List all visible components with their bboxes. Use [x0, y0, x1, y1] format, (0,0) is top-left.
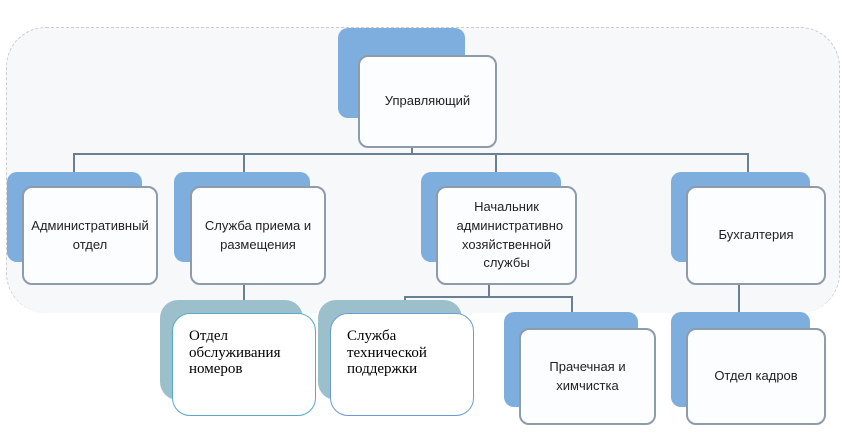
connector [747, 153, 749, 173]
node-tech-support: Служба технической поддержки [330, 313, 474, 416]
node-label: Служба технической поддержки [347, 328, 427, 377]
node-hr: Отдел кадров [686, 328, 826, 425]
connector [73, 153, 749, 155]
connector [73, 153, 75, 173]
node-label: Отдел кадров [714, 368, 798, 384]
node-laundry: Прачечная и химчистка [519, 328, 656, 425]
connector [488, 285, 490, 297]
node-accounting: Бухгалтерия [686, 186, 826, 285]
node-label: Прачечная и химчистка [549, 358, 626, 393]
connector [243, 153, 245, 173]
node-label: Управляющий [384, 93, 471, 109]
node-label: Бухгалтерия [718, 227, 794, 243]
node-ahs-head: Начальник административно хозяйственной … [436, 186, 577, 285]
connector [243, 285, 245, 313]
node-root: Управляющий [358, 55, 497, 148]
connector [404, 296, 572, 298]
connector [411, 147, 413, 154]
node-reception: Служба приема и размещения [190, 186, 326, 285]
node-label: Начальник административно хозяйственной … [456, 198, 564, 271]
connector [571, 296, 573, 314]
node-label: Отдел обслуживания номеров [189, 328, 281, 377]
node-room-service: Отдел обслуживания номеров [172, 313, 316, 416]
node-admin: Административный отдел [22, 186, 158, 285]
node-label: Административный отдел [31, 217, 149, 252]
connector [495, 153, 497, 173]
node-label: Служба приема и размещения [204, 217, 312, 252]
connector [738, 285, 740, 313]
